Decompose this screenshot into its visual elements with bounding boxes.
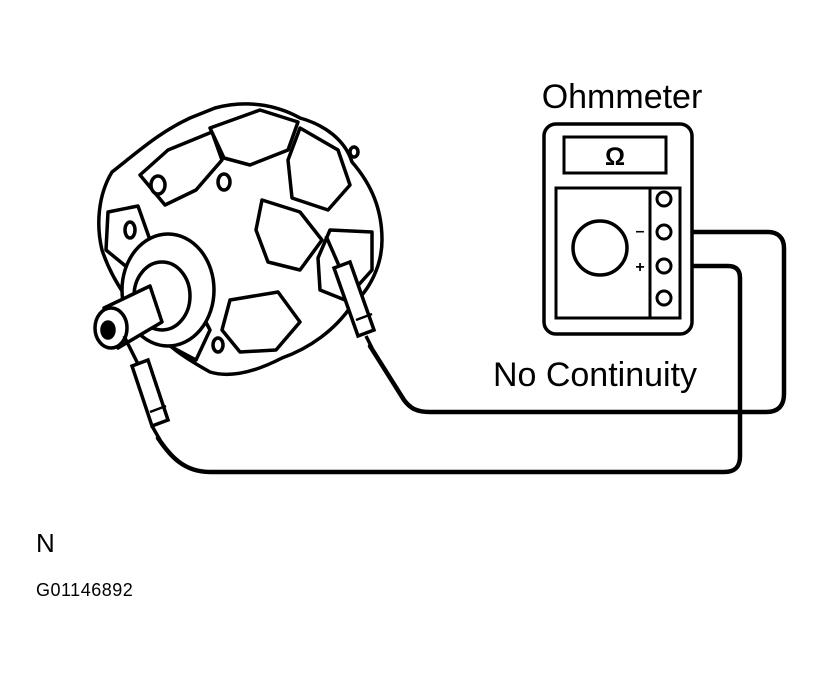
range-selector-knob [571, 219, 629, 277]
claw-finger-3 [286, 126, 352, 212]
code-letter: N [36, 528, 55, 558]
probe-left [122, 335, 171, 441]
rivet-hole [123, 220, 137, 240]
meter-unit-symbol: Ω [605, 143, 625, 171]
meter-title: Ohmmeter [542, 78, 703, 116]
claw-finger-6 [220, 290, 302, 354]
terminal-minus [655, 223, 673, 241]
figure-code: G01146892 [36, 580, 134, 600]
rivet-hole [211, 336, 225, 354]
claw-finger-2 [208, 108, 300, 167]
claw-finger-4 [254, 198, 324, 272]
rivet-hole [348, 145, 360, 159]
terminal-1 [655, 190, 673, 208]
result-label: No Continuity [493, 356, 697, 394]
ohmmeter: Ω – + [542, 122, 694, 336]
meter-display [562, 135, 668, 175]
terminal-4 [655, 289, 673, 307]
rivet-hole [149, 174, 167, 196]
terminal-plus [655, 257, 673, 275]
rotor-assembly [93, 102, 384, 377]
minus-terminal-label: – [636, 223, 645, 240]
wire-left-probe-to-plus [155, 263, 743, 475]
shaft-bore [100, 320, 116, 340]
wire-right-probe-to-minus [367, 229, 787, 415]
plus-terminal-label: + [635, 259, 644, 276]
probe-right [324, 235, 377, 349]
rivet-hole [216, 172, 232, 192]
